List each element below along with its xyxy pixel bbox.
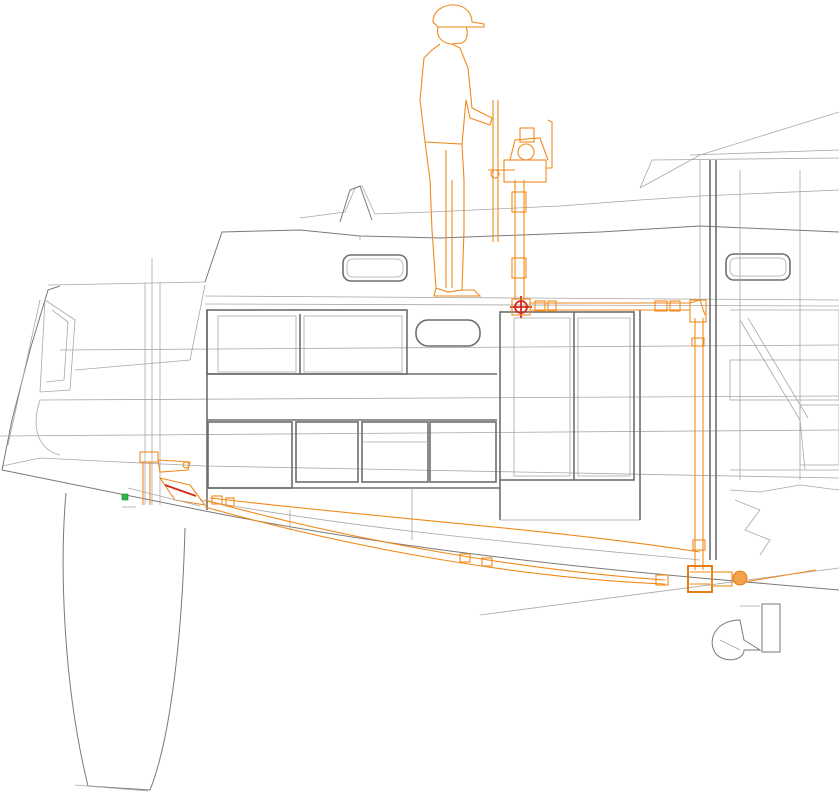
rudder-stock-icon (121, 451, 207, 508)
interior-furniture (206, 160, 839, 560)
steering-drive-unit (687, 565, 748, 593)
deckhouse (204, 111, 839, 347)
rudder-blade-icon (62, 492, 186, 792)
steering-wheel-pedestal-icon (488, 100, 553, 318)
cable-fittings (211, 299, 707, 586)
saildrive-propeller-icon (711, 603, 781, 661)
steering-cables (204, 299, 817, 585)
hull-outline (0, 281, 839, 616)
helmsman-figure-icon (419, 4, 493, 297)
transom-details (39, 258, 206, 505)
